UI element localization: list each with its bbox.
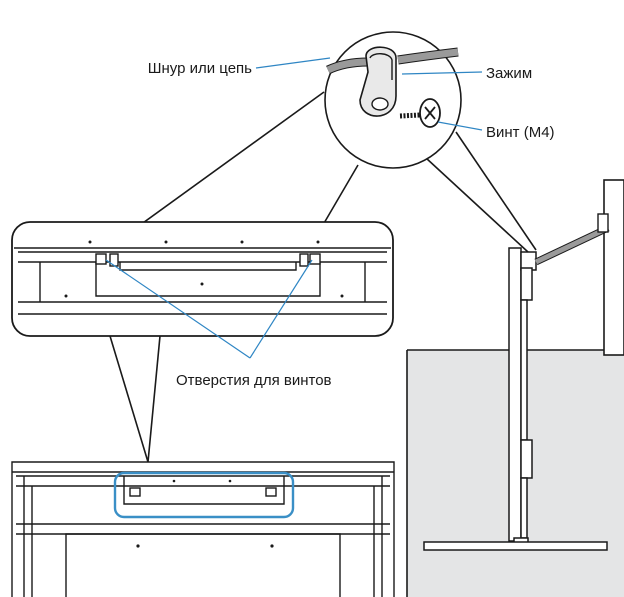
screw-holes-highlight (113, 471, 295, 519)
clamp-label: Зажим (486, 65, 532, 82)
display-side-view (423, 247, 608, 551)
screw (399, 98, 441, 128)
detail-panel (11, 221, 394, 337)
zoom-wedge (109, 335, 161, 463)
cord-in-circle (326, 47, 459, 75)
side-cord (534, 213, 610, 266)
screw-holes-label: Отверстия для винтов (176, 372, 332, 389)
display-rear-dots (136, 479, 274, 548)
detail-panel-dots (64, 240, 344, 298)
clamp (359, 46, 397, 117)
cord-label: Шнур или цепь (148, 60, 252, 77)
leader-lines (105, 57, 483, 359)
screw-label: Винт (M4) (486, 124, 555, 141)
display-rear-view (11, 461, 395, 597)
